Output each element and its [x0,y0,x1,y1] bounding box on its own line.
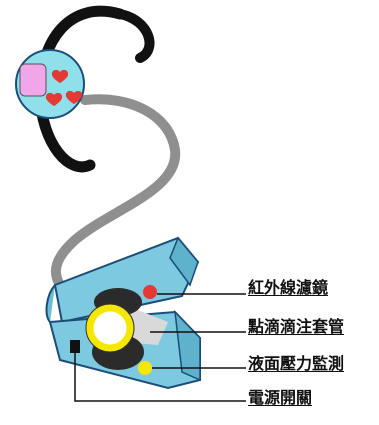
sensor-clip [45,236,201,390]
heart-eyes-icon [45,69,83,106]
liquid-pressure-label: 液面壓力監測 [248,354,345,373]
face-display-unit [15,49,85,119]
power-switch-label: 電源開關 [248,388,313,407]
infrared-filter-label: 紅外線濾鏡 [248,278,329,297]
infrared-filter-dot [143,285,157,299]
drip-sleeve-lens [86,304,134,352]
drip-sleeve-label: 點滴滴注套管 [248,317,345,336]
signal-tube [50,94,181,290]
face-screen [19,63,47,97]
pressure-sensor-dot [138,361,152,375]
power-switch-icon [70,340,80,353]
leader-lines [74,293,246,402]
